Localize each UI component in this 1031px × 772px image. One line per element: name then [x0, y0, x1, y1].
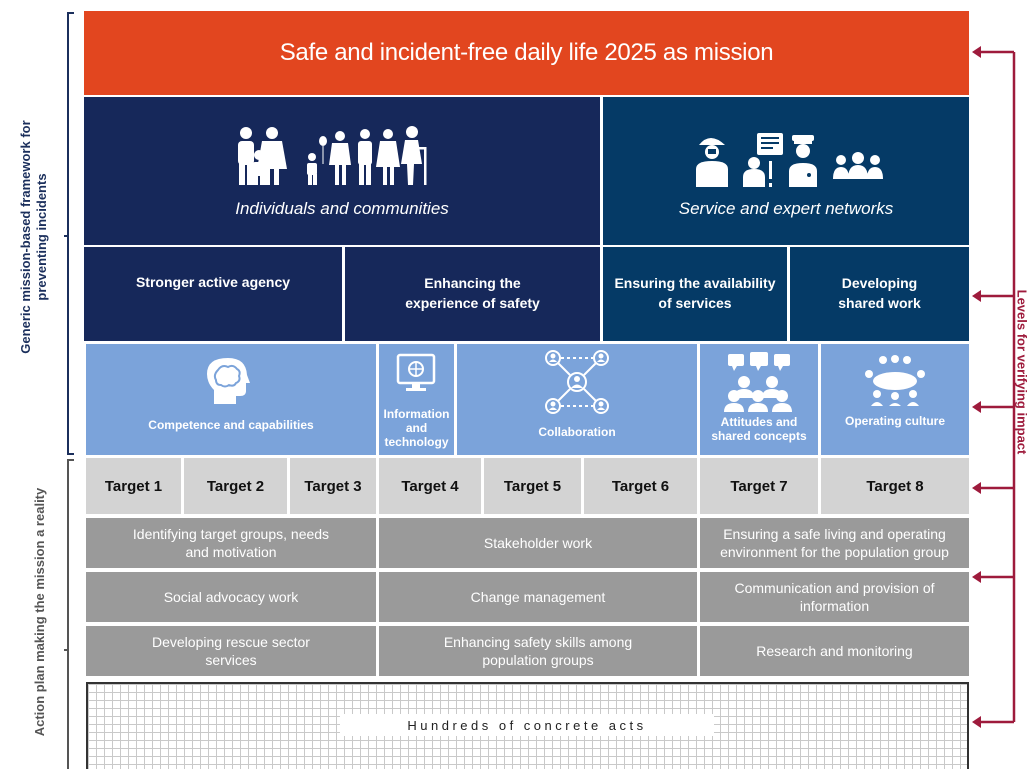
enabler-2-label: Information and technology — [383, 407, 450, 449]
action-2-1: Social advocacy work — [86, 572, 376, 622]
computer-screen-icon — [396, 353, 436, 391]
target-5-text: Target 5 — [503, 477, 562, 495]
speech-bubbles-people-icon — [724, 352, 792, 412]
enabler-3: Collaboration — [457, 344, 697, 455]
group-individuals: Individuals and communities — [84, 97, 600, 245]
target-2-text: Target 2 — [206, 477, 265, 495]
target-8-text: Target 8 — [866, 477, 924, 495]
meeting-table-icon — [865, 355, 925, 406]
concrete-acts-grid: Hundreds of concrete acts — [86, 682, 969, 769]
enabler-3-label: Collaboration — [538, 425, 616, 439]
action-2-2-text: Change management — [470, 589, 606, 605]
professionals-icon — [696, 133, 883, 187]
action-3-2-text: Enhancing safety skills among population… — [443, 634, 633, 668]
target-1: Target 1 — [86, 458, 181, 514]
framework-label-text: Generic mission-based framework for prev… — [18, 120, 49, 354]
group-services-label: Service and expert networks — [678, 199, 894, 218]
goal-1: Stronger active agency — [84, 247, 342, 341]
action-2-3-text: Communication and provision of informati… — [734, 580, 935, 614]
action-3-3-text: Research and monitoring — [756, 643, 913, 659]
enabler-5: Operating culture — [821, 344, 969, 455]
target-7-text: Target 7 — [730, 477, 788, 495]
enabler-5-label: Operating culture — [844, 414, 945, 428]
target-8: Target 8 — [821, 458, 969, 514]
action-1-1: Identifying target groups, needs and mot… — [86, 518, 376, 568]
target-3: Target 3 — [290, 458, 376, 514]
action-plan-label-text: Action plan making the mission a reality — [32, 487, 47, 737]
brain-head-icon — [207, 358, 250, 404]
target-6-text: Target 6 — [611, 477, 670, 495]
goal-3: Ensuring the availability of services — [603, 247, 787, 341]
goal-4: Developing shared work — [790, 247, 969, 341]
action-1-1-text: Identifying target groups, needs and mot… — [132, 526, 330, 560]
goal-4-text: Developing shared work — [838, 275, 921, 311]
mission-banner: Safe and incident-free daily life 2025 a… — [84, 11, 969, 95]
verifying-label-text: Levels for verifying impact — [1014, 289, 1030, 455]
mission-text: Safe and incident-free daily life 2025 a… — [279, 39, 774, 66]
goal-1-text: Stronger active agency — [135, 274, 291, 290]
enabler-4: Attitudes and shared concepts — [700, 344, 818, 455]
left-brackets — [64, 12, 74, 769]
network-people-icon — [545, 350, 609, 414]
action-2-3: Communication and provision of informati… — [700, 572, 969, 622]
enabler-2: Information and technology — [379, 344, 454, 455]
target-2: Target 2 — [184, 458, 287, 514]
action-1-3: Ensuring a safe living and operating env… — [700, 518, 969, 568]
action-2-2: Change management — [379, 572, 697, 622]
action-3-1: Developing rescue sector services — [86, 626, 376, 676]
group-individuals-label: Individuals and communities — [235, 199, 449, 218]
action-3-3: Research and monitoring — [700, 626, 969, 676]
target-6: Target 6 — [584, 458, 697, 514]
concrete-acts-label: Hundreds of concrete acts — [340, 714, 714, 736]
concrete-acts-text: Hundreds of concrete acts — [407, 717, 647, 733]
target-5: Target 5 — [484, 458, 581, 514]
target-1-text: Target 1 — [104, 477, 163, 495]
target-7: Target 7 — [700, 458, 818, 514]
action-1-2: Stakeholder work — [379, 518, 697, 568]
action-3-1-text: Developing rescue sector services — [152, 634, 310, 668]
action-1-2-text: Stakeholder work — [483, 535, 593, 551]
target-4: Target 4 — [379, 458, 481, 514]
goal-2: Enhancing the experience of safety — [345, 247, 600, 341]
target-4-text: Target 4 — [401, 477, 459, 495]
goal-3-text: Ensuring the availability of services — [614, 275, 776, 311]
family-icon — [238, 126, 427, 185]
action-2-1-text: Social advocacy work — [163, 589, 299, 605]
action-1-3-text: Ensuring a safe living and operating env… — [720, 526, 949, 560]
enabler-1-label: Competence and capabilities — [148, 418, 314, 432]
target-3-text: Target 3 — [304, 477, 362, 495]
goal-2-text: Enhancing the experience of safety — [405, 275, 540, 311]
enabler-4-label: Attitudes and shared concepts — [711, 415, 807, 443]
group-services: Service and expert networks — [603, 97, 969, 245]
action-3-2: Enhancing safety skills among population… — [379, 626, 697, 676]
impact-arrows — [972, 46, 1016, 728]
enabler-1: Competence and capabilities — [86, 344, 376, 455]
